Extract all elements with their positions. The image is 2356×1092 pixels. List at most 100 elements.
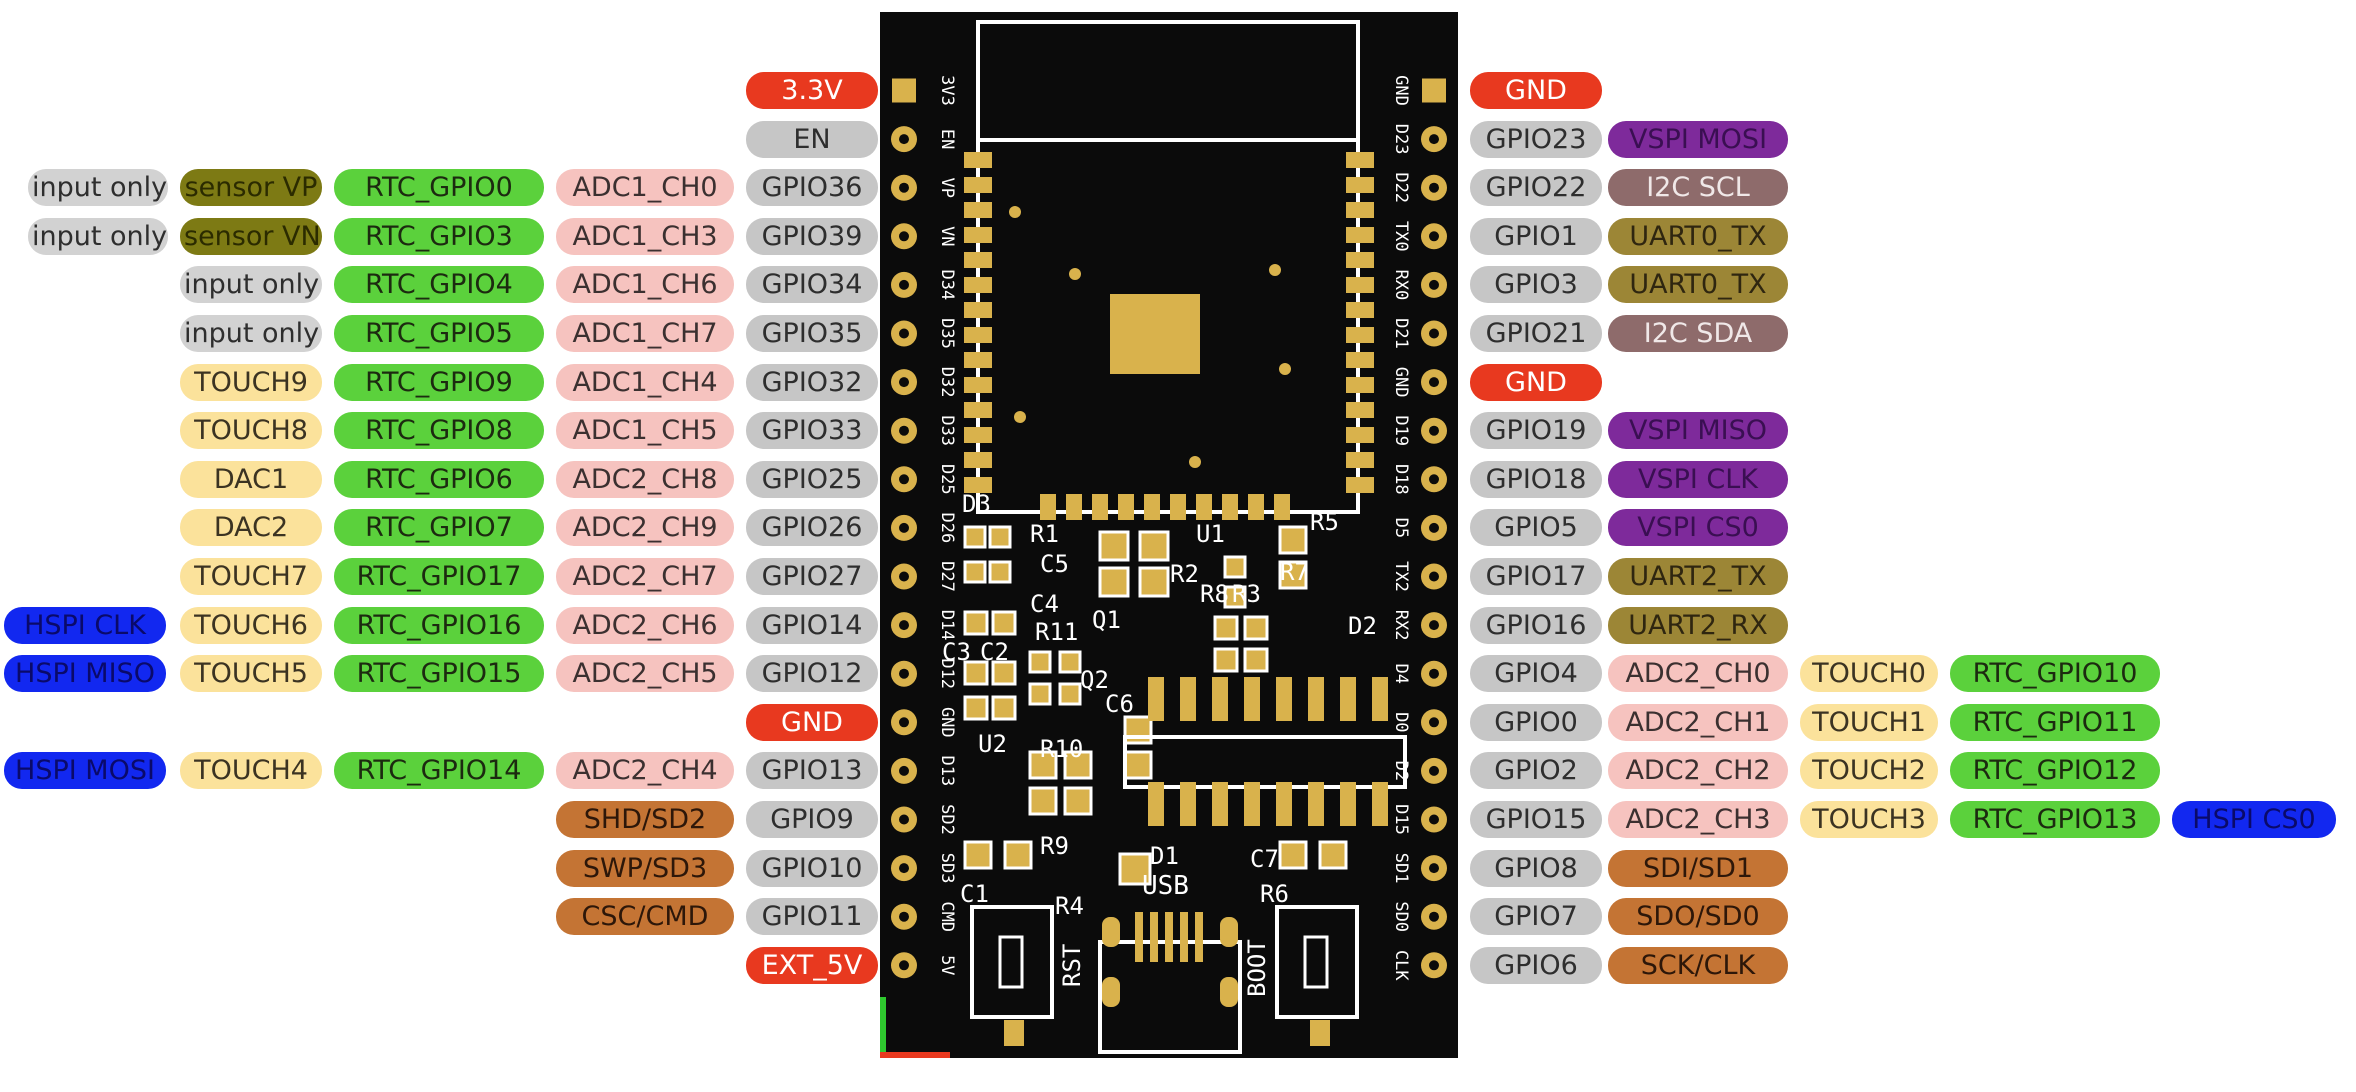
module-pad bbox=[1274, 494, 1290, 520]
pin-label-gpio5: GPIO5 bbox=[1470, 509, 1602, 547]
chip-pin bbox=[1308, 782, 1324, 826]
header-pin: D12 bbox=[891, 658, 957, 689]
pin-label-rtc-gpio5: RTC_GPIO5 bbox=[334, 315, 544, 352]
module-pad bbox=[964, 402, 992, 418]
rst-button-outline bbox=[970, 905, 1054, 1019]
component-label-d3: D3 bbox=[962, 490, 991, 518]
header-pin: D33 bbox=[891, 415, 957, 446]
pin-label-rtc-gpio0: RTC_GPIO0 bbox=[334, 169, 544, 207]
component-label-u1: U1 bbox=[1196, 520, 1225, 548]
silk-label-d19: D19 bbox=[1391, 415, 1411, 446]
header-pin: RX0 bbox=[1391, 270, 1447, 300]
silk-label-d5: D5 bbox=[1391, 518, 1411, 538]
right-header-pins: GNDD23D22TX0RX0D21GNDD19D18D5TX2RX2D4D0D… bbox=[1391, 75, 1447, 981]
header-pin: CLK bbox=[1391, 950, 1447, 981]
left-header-pins: 3V3ENVPVND34D35D32D33D25D26D27D14D12GNDD… bbox=[891, 75, 957, 979]
pin-label-input-only: input only bbox=[28, 169, 168, 207]
pin-label-hspi-mosi: HSPI MOSI bbox=[4, 752, 166, 790]
silk-label-d18: D18 bbox=[1391, 464, 1411, 495]
usb-contacts bbox=[1102, 912, 1238, 1007]
module-pad bbox=[964, 177, 992, 193]
silk-label-d2: D2 bbox=[1391, 761, 1411, 781]
pin-label-adc2-ch1: ADC2_CH1 bbox=[1608, 703, 1788, 741]
header-pin: SD3 bbox=[891, 853, 957, 883]
pin-label-sdo-sd0: SDO/SD0 bbox=[1608, 898, 1788, 936]
pin-label-rtc-gpio15: RTC_GPIO15 bbox=[334, 655, 544, 693]
silk-label-d27: D27 bbox=[937, 561, 957, 592]
silk-label-sd2: SD2 bbox=[937, 804, 957, 835]
silk-label-gnd: GND bbox=[937, 707, 957, 738]
pin-label-adc2-ch4: ADC2_CH4 bbox=[556, 752, 734, 790]
pin-label-gpio27: GPIO27 bbox=[746, 558, 878, 595]
pin-label-uart2-tx: UART2_TX bbox=[1608, 558, 1788, 595]
chip-pins bbox=[1148, 782, 1388, 826]
header-pin: D15 bbox=[1391, 804, 1447, 835]
chip-pin bbox=[1212, 782, 1228, 826]
pin-label-i2c-sda: I2C SDA bbox=[1608, 315, 1788, 352]
header-pin: GND bbox=[1391, 75, 1446, 106]
chip-pin bbox=[1340, 782, 1356, 826]
header-pin: D22 bbox=[1391, 172, 1447, 203]
module-pad bbox=[1346, 427, 1374, 443]
header-pin: TX2 bbox=[1391, 561, 1447, 592]
component-label-c2: C2 bbox=[980, 638, 1009, 666]
module-pad bbox=[1346, 302, 1374, 318]
via bbox=[1279, 363, 1291, 375]
component-label-r7: R7 bbox=[1280, 558, 1309, 586]
pin-label-gpio10: GPIO10 bbox=[746, 849, 878, 887]
header-pin: SD2 bbox=[891, 804, 957, 835]
header-pin: D4 bbox=[1391, 660, 1447, 687]
pin-label-gpio25: GPIO25 bbox=[746, 460, 878, 498]
header-pin: D35 bbox=[891, 318, 957, 349]
pin-label-uart0-tx: UART0_TX bbox=[1608, 217, 1788, 255]
pin-label-uart2-rx: UART2_RX bbox=[1608, 606, 1788, 644]
pin-label-sck-clk: SCK/CLK bbox=[1608, 946, 1788, 984]
component-label-d2: D2 bbox=[1348, 612, 1377, 640]
silk-label-d26: D26 bbox=[937, 513, 957, 544]
pin-label-gnd: GND bbox=[746, 703, 878, 741]
pin-label-touch4: TOUCH4 bbox=[180, 752, 322, 790]
component-label-r5: R5 bbox=[1310, 508, 1339, 536]
pin-label-rtc-gpio13: RTC_GPIO13 bbox=[1950, 801, 2160, 838]
module-pad bbox=[1346, 452, 1374, 468]
pin-label-touch9: TOUCH9 bbox=[180, 363, 322, 401]
via bbox=[1069, 268, 1081, 280]
pin-label-touch5: TOUCH5 bbox=[180, 655, 322, 693]
silk-label-gnd: GND bbox=[1391, 367, 1411, 398]
pin-label-gpio13: GPIO13 bbox=[746, 752, 878, 790]
header-pin: D5 bbox=[1391, 514, 1447, 541]
component-label-r1: R1 bbox=[1030, 520, 1059, 548]
chip-pin bbox=[1372, 782, 1388, 826]
button-pad bbox=[1004, 1020, 1024, 1046]
smd-components bbox=[963, 525, 1348, 886]
pin-label-gpio32: GPIO32 bbox=[746, 363, 878, 401]
pin-label-gpio36: GPIO36 bbox=[746, 169, 878, 207]
pin-label-touch2: TOUCH2 bbox=[1800, 752, 1938, 790]
chip-pin bbox=[1308, 677, 1324, 721]
pin-label-adc2-ch9: ADC2_CH9 bbox=[556, 509, 734, 547]
pin-label-gpio21: GPIO21 bbox=[1470, 315, 1602, 352]
header-pin: GND bbox=[891, 707, 957, 738]
pin-label-gpio14: GPIO14 bbox=[746, 606, 878, 644]
header-pin: D26 bbox=[891, 513, 957, 544]
silk-label-sd1: SD1 bbox=[1391, 853, 1411, 884]
module-pad bbox=[1346, 152, 1374, 168]
chip-pin bbox=[1180, 677, 1196, 721]
header-pin: D18 bbox=[1391, 464, 1447, 495]
component-label-r3: R3 bbox=[1232, 580, 1261, 608]
pin-label-rtc-gpio14: RTC_GPIO14 bbox=[334, 752, 544, 790]
component-label-c1: C1 bbox=[960, 880, 989, 908]
header-pin: 3V3 bbox=[892, 75, 957, 106]
module-pad bbox=[1066, 494, 1082, 520]
pin-label-adc2-ch7: ADC2_CH7 bbox=[556, 558, 734, 595]
silk-label-d34: D34 bbox=[937, 270, 957, 301]
rst-button-actuator bbox=[998, 935, 1024, 989]
module-pad bbox=[1346, 352, 1374, 368]
silk-label-tx2: TX2 bbox=[1391, 561, 1411, 592]
pin-label-touch8: TOUCH8 bbox=[180, 412, 322, 450]
header-pin: SD0 bbox=[1391, 901, 1447, 932]
module-pad bbox=[1346, 477, 1374, 493]
pin-label-vspi-clk: VSPI CLK bbox=[1608, 460, 1788, 498]
pin-label-gpio2: GPIO2 bbox=[1470, 752, 1602, 790]
module-pad bbox=[964, 352, 992, 368]
